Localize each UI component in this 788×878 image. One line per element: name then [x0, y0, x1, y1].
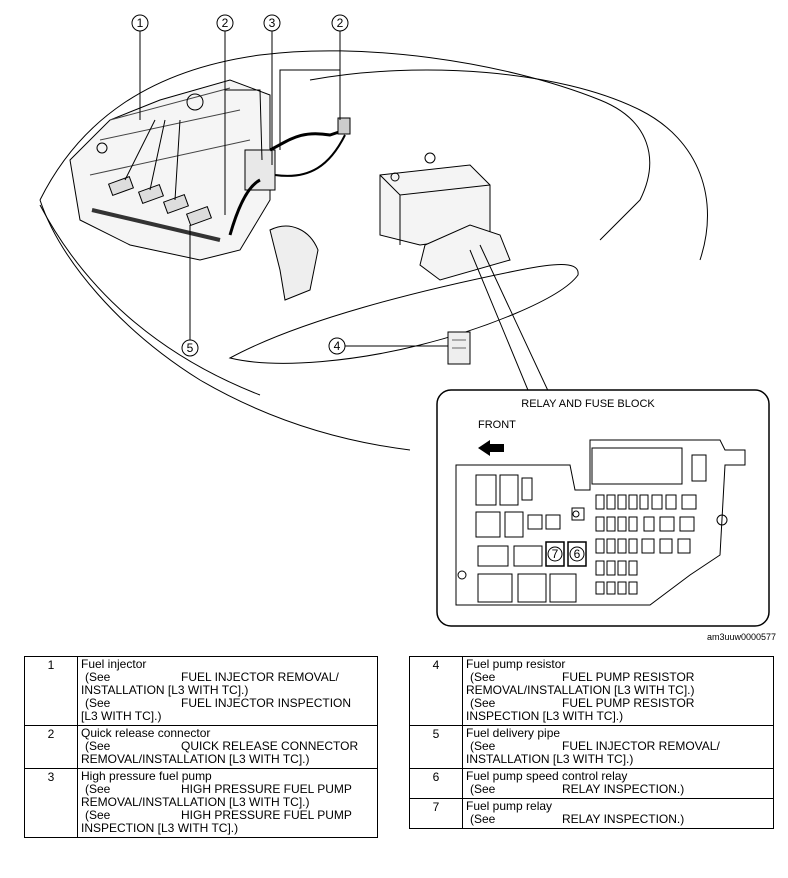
callout-1-leader — [124, 30, 181, 201]
headlamp-outline — [228, 264, 579, 364]
legend-number: 1 — [24, 656, 78, 726]
legend-reference: (See FUEL INJECTOR INSPECTION — [81, 697, 374, 710]
legend-description: Fuel pump relay(See RELAY INSPECTION.) — [462, 798, 774, 829]
see-label: (See — [470, 739, 496, 753]
reference-link[interactable]: FUEL INJECTOR REMOVAL/ — [181, 670, 339, 684]
reference-link[interactable]: HIGH PRESSURE FUEL PUMP — [181, 782, 352, 796]
reference-link[interactable]: RELAY INSPECTION.) — [562, 812, 685, 826]
reference-link[interactable]: FUEL PUMP RESISTOR — [562, 670, 695, 684]
figure-code: am3uuw0000577 — [706, 632, 776, 642]
callout-2b: 2 — [337, 16, 344, 30]
see-label: (See — [470, 670, 496, 684]
legend-number: 4 — [409, 656, 463, 726]
see-label: (See — [85, 739, 111, 753]
legend-item-title: Fuel pump resistor — [466, 657, 566, 671]
callout-6: 6 — [574, 547, 581, 561]
see-label: (See — [470, 782, 496, 796]
legend-item-title: Fuel pump speed control relay — [466, 769, 628, 783]
legend-number: 2 — [24, 725, 78, 769]
inset-title: RELAY AND FUSE BLOCK — [521, 398, 655, 410]
front-arrow-icon — [478, 440, 504, 456]
legend-description: Fuel delivery pipe(See FUEL INJECTOR REMO… — [462, 725, 774, 769]
legend-description: Fuel pump speed control relay(See RELAY I… — [462, 768, 774, 799]
reference-link-continued[interactable]: REMOVAL/INSTALLATION [L3 WITH TC].) — [466, 683, 695, 697]
legend-reference: (See FUEL INJECTOR REMOVAL/ — [81, 671, 374, 684]
reference-link[interactable]: HIGH PRESSURE FUEL PUMP — [181, 808, 352, 822]
reference-link-continued[interactable]: [L3 WITH TC].) — [81, 709, 162, 723]
callout-3: 3 — [269, 16, 276, 30]
legend-number: 5 — [409, 725, 463, 769]
legend-number: 3 — [24, 768, 78, 838]
reference-link-continued[interactable]: REMOVAL/INSTALLATION [L3 WITH TC].) — [81, 752, 310, 766]
callout-7: 7 — [552, 547, 559, 561]
legend-item-title: Fuel pump relay — [466, 799, 553, 813]
legend-reference: (See FUEL PUMP RESISTOR — [466, 671, 770, 684]
callout-5: 5 — [187, 341, 194, 355]
reference-link[interactable]: FUEL INJECTOR REMOVAL/ — [562, 739, 720, 753]
legend-item-title: High pressure fuel pump — [81, 769, 212, 783]
relay-fuse-block-inset: RELAY AND FUSE BLOCK FRONT 7 6 — [436, 389, 770, 627]
legend-reference: (See FUEL INJECTOR REMOVAL/ — [466, 740, 770, 753]
engine-bay-diagram: 1 2 3 2 4 5 RELAY AND FUSE BLOCK FRONT — [39, 14, 770, 627]
bumper-line — [39, 199, 411, 451]
legend-reference: (See RELAY INSPECTION.) — [466, 783, 770, 796]
callout-1: 1 — [137, 16, 144, 30]
reference-link[interactable]: FUEL PUMP RESISTOR — [562, 696, 695, 710]
see-label: (See — [470, 812, 496, 826]
callout-markers: 1 2 3 2 4 5 — [131, 14, 349, 357]
engine-block — [69, 79, 271, 261]
fender-outline — [309, 69, 708, 261]
legend-reference: (See RELAY INSPECTION.) — [466, 813, 770, 826]
reference-link-continued[interactable]: INSTALLATION [L3 WITH TC].) — [466, 752, 634, 766]
callout-2-leader — [224, 30, 263, 215]
legend-number: 6 — [409, 768, 463, 799]
reference-link-continued[interactable]: INSPECTION [L3 WITH TC].) — [466, 709, 624, 723]
reference-link[interactable]: RELAY INSPECTION.) — [562, 782, 685, 796]
reference-link[interactable]: QUICK RELEASE CONNECTOR — [181, 739, 359, 753]
callout-2: 2 — [222, 16, 229, 30]
reference-link-continued[interactable]: REMOVAL/INSTALLATION [L3 WITH TC].) — [81, 795, 310, 809]
fuse-block-location — [419, 224, 511, 281]
legend-item-title: Fuel injector — [81, 657, 147, 671]
reference-link-continued[interactable]: INSTALLATION [L3 WITH TC].) — [81, 683, 249, 697]
fuel-injectors — [91, 175, 221, 242]
legend-reference: (See QUICK RELEASE CONNECTOR — [81, 740, 374, 753]
legend-number: 7 — [409, 798, 463, 829]
legend-description: Quick release connector(See QUICK RELEASE… — [77, 725, 378, 769]
legend-reference: (See HIGH PRESSURE FUEL PUMP — [81, 783, 374, 796]
legend-item-title: Quick release connector — [81, 726, 211, 740]
see-label: (See — [85, 696, 111, 710]
see-label: (See — [85, 808, 111, 822]
lower-line — [39, 204, 261, 396]
see-label: (See — [470, 696, 496, 710]
inset-pointer — [469, 244, 551, 396]
legend-item-title: Fuel delivery pipe — [466, 726, 561, 740]
legend-reference: (See FUEL PUMP RESISTOR — [466, 697, 770, 710]
high-pressure-fuel-pump — [228, 117, 351, 236]
see-label: (See — [85, 670, 111, 684]
front-label: FRONT — [478, 419, 516, 431]
callout-2b-leader — [279, 30, 341, 150]
legend-reference: (See HIGH PRESSURE FUEL PUMP — [81, 809, 374, 822]
see-label: (See — [85, 782, 111, 796]
reference-link-continued[interactable]: INSPECTION [L3 WITH TC].) — [81, 821, 239, 835]
intake-pipe — [269, 225, 319, 301]
callout-4: 4 — [334, 339, 341, 353]
reference-link[interactable]: FUEL INJECTOR INSPECTION — [181, 696, 352, 710]
body-outline — [39, 50, 651, 241]
